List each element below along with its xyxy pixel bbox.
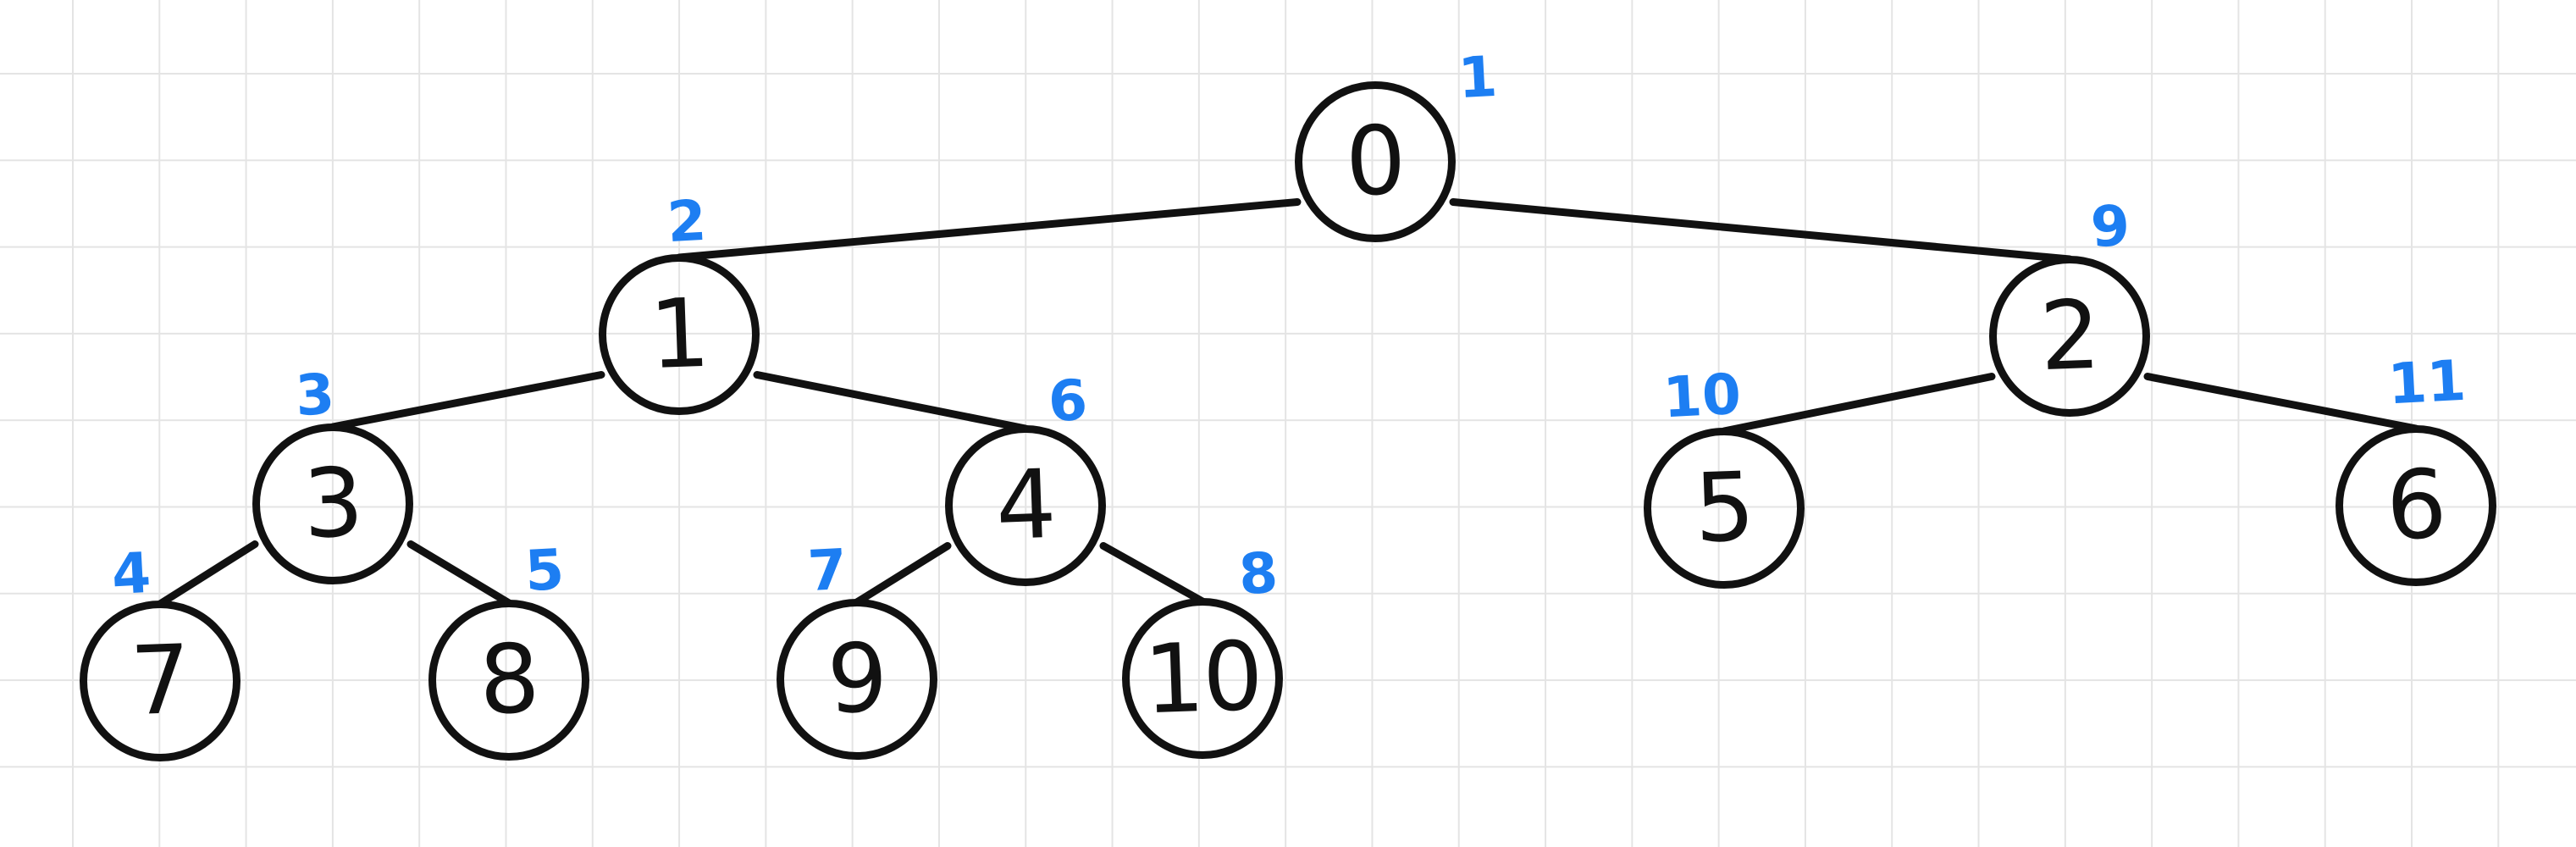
visit-order-label-9[interactable]: 7 (806, 536, 849, 605)
visit-order-label-6[interactable]: 11 (2386, 347, 2468, 418)
node-value: 10 (1142, 621, 1263, 736)
tree-edge-1-4[interactable] (753, 371, 1030, 433)
tree-edge-3-7[interactable] (156, 540, 259, 608)
tree-node-8[interactable]: 8 (428, 600, 589, 761)
tree-edge-0-1[interactable] (675, 198, 1302, 262)
tree-node-0[interactable]: 0 (1295, 81, 1456, 242)
visit-order-label-3[interactable]: 3 (294, 361, 336, 429)
tree-node-9[interactable]: 9 (777, 599, 937, 760)
node-value: 9 (826, 623, 888, 736)
node-value: 7 (129, 624, 191, 738)
tree-node-3[interactable]: 3 (252, 424, 413, 584)
tree-node-4[interactable]: 4 (945, 425, 1106, 586)
node-value: 1 (648, 278, 710, 391)
node-value: 3 (301, 447, 364, 561)
node-value: 2 (2038, 280, 2101, 393)
tree-node-1[interactable]: 1 (599, 254, 760, 415)
node-value: 4 (994, 449, 1057, 562)
visit-order-label-0[interactable]: 1 (1457, 43, 1499, 112)
tree-node-5[interactable]: 5 (1644, 428, 1805, 589)
visit-order-label-2[interactable]: 9 (2089, 192, 2131, 261)
node-value: 5 (1693, 451, 1755, 565)
visit-order-label-4[interactable]: 6 (1047, 367, 1089, 435)
visit-order-label-7[interactable]: 4 (110, 540, 152, 608)
node-value: 0 (1344, 105, 1407, 219)
tree-edge-4-10[interactable] (1099, 542, 1207, 606)
tree-edge-4-9[interactable] (853, 542, 952, 606)
node-value: 8 (478, 623, 540, 737)
tree-node-6[interactable]: 6 (2336, 425, 2496, 586)
tree-edge-3-8[interactable] (406, 540, 513, 607)
visit-order-label-1[interactable]: 2 (666, 187, 708, 256)
tree-edge-1-3[interactable] (329, 371, 605, 431)
tree-node-2[interactable]: 2 (1989, 256, 2150, 417)
tree-edge-2-6[interactable] (2143, 373, 2420, 433)
node-value: 6 (2385, 449, 2447, 562)
tree-edge-2-5[interactable] (1720, 373, 1996, 435)
visit-order-label-5[interactable]: 10 (1661, 361, 1743, 431)
tree-edge-0-2[interactable] (1449, 198, 2074, 263)
tree-node-7[interactable]: 7 (80, 601, 240, 761)
tree-node-10[interactable]: 10 (1122, 598, 1283, 759)
visit-order-label-8[interactable]: 5 (523, 536, 566, 605)
visit-order-label-10[interactable]: 8 (1237, 540, 1280, 608)
